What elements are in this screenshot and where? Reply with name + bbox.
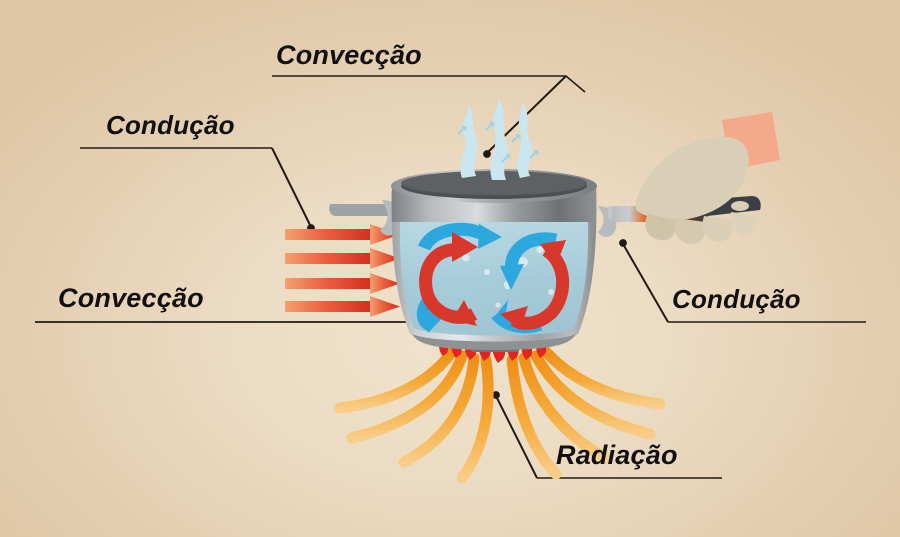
hand-holding-handle xyxy=(612,112,780,245)
leader-conducao-top xyxy=(80,147,315,232)
leader-conducao-right xyxy=(619,239,866,323)
label-conveccao-top: Convecção xyxy=(276,40,422,70)
pot xyxy=(329,169,650,350)
convection-arrows xyxy=(416,222,570,334)
steam-arrow-icon xyxy=(457,122,539,163)
label-radiacao: Radiação xyxy=(556,440,678,470)
radiation-arcs xyxy=(334,346,666,484)
leader-conveccao-left xyxy=(35,317,465,327)
label-conducao-top: Condução xyxy=(106,110,235,140)
label-conducao-right: Condução xyxy=(672,284,801,314)
label-conveccao-left: Convecção xyxy=(58,283,204,313)
red-heat-arrows xyxy=(285,224,400,317)
leader-conveccao-top xyxy=(272,75,586,158)
leader-radiacao xyxy=(492,391,722,479)
steam-wisps xyxy=(457,98,539,180)
